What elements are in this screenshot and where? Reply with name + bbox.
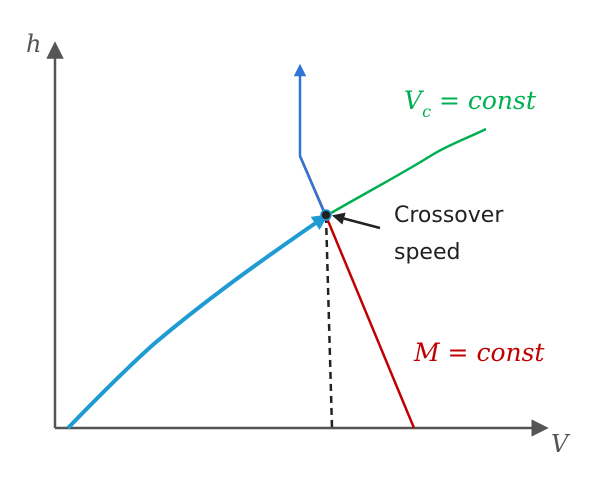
- vertical-climb-path: [293, 63, 326, 213]
- vc-const-label-sub: c: [422, 102, 431, 121]
- flight-path-curve: [66, 214, 329, 430]
- m-const-label: M = const: [413, 338, 545, 367]
- vc-const-label-v: V: [404, 86, 425, 115]
- crossover-label-line2: speed: [394, 240, 460, 265]
- vc-const-label-rest: = const: [431, 86, 537, 115]
- vc-const-label: Vc = const: [404, 86, 537, 121]
- crossover-annotation-arrow: [331, 212, 381, 230]
- x-axis-label: V: [551, 430, 571, 458]
- vc-const-curve: [325, 127, 487, 218]
- crossover-dashed-line: [324, 215, 334, 429]
- crossover-point: [320, 209, 332, 221]
- y-axis-label: h: [26, 30, 41, 58]
- crossover-label-line1: Crossover: [394, 203, 504, 228]
